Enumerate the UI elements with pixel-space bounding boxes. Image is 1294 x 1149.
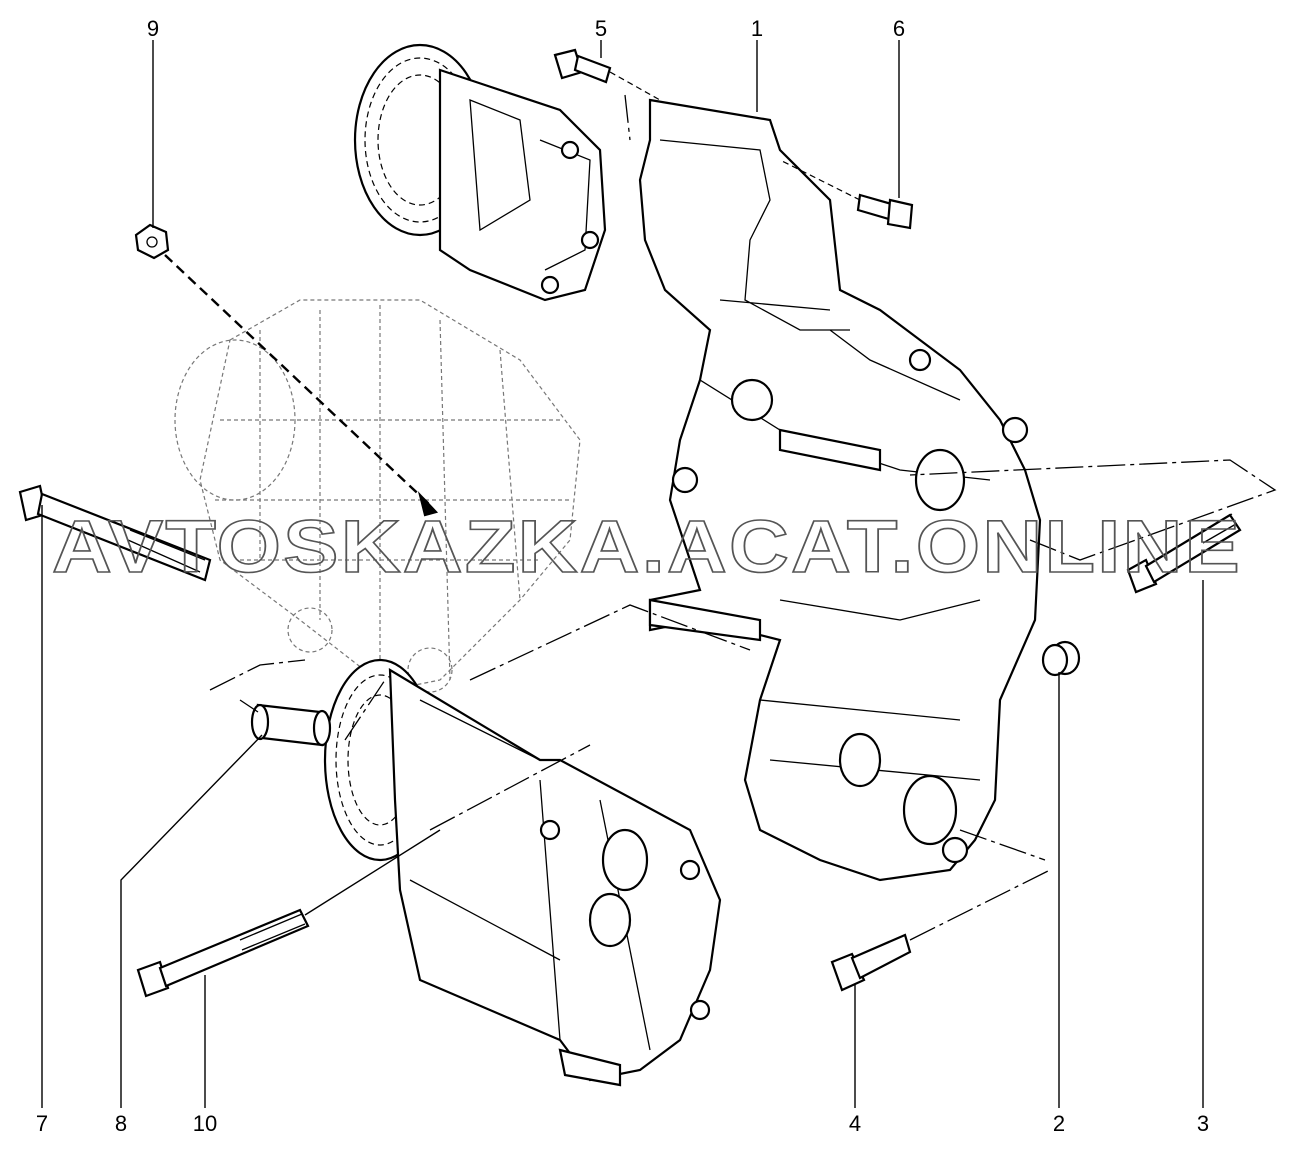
spacer-8 — [250, 703, 332, 747]
callout-2: 2 — [1053, 1111, 1065, 1136]
spacer-2 — [1041, 640, 1081, 677]
power-steering-pump — [353, 43, 607, 302]
bolt-4 — [830, 869, 1051, 992]
leader-lines — [41, 40, 1204, 1108]
assembly-line — [959, 829, 1046, 861]
mounting-bracket — [638, 98, 1042, 882]
callout-4: 4 — [849, 1111, 861, 1136]
assembly-line — [209, 659, 386, 741]
callout-5: 5 — [595, 16, 607, 41]
callout-7: 7 — [36, 1111, 48, 1136]
callout-8: 8 — [115, 1111, 127, 1136]
callout-3: 3 — [1197, 1111, 1209, 1136]
nut-9 — [134, 223, 439, 517]
assembly-line — [909, 459, 1277, 561]
callout-6: 6 — [893, 16, 905, 41]
bolt-7 — [18, 484, 212, 582]
ac-compressor — [323, 658, 722, 1087]
assembly-line — [624, 94, 631, 141]
watermark: AVTOSKAZKA.ACAT.ONLINE — [52, 505, 1242, 588]
bolt-3 — [1126, 513, 1242, 594]
bolt-5 — [553, 48, 661, 101]
alternator — [174, 299, 581, 693]
bolt-6 — [779, 159, 914, 230]
bolt-10 — [136, 829, 441, 998]
callout-10: 10 — [193, 1111, 217, 1136]
callout-1: 1 — [751, 16, 763, 41]
callout-9: 9 — [147, 16, 159, 41]
assembly-line — [429, 744, 591, 831]
assembly-line — [469, 604, 751, 681]
